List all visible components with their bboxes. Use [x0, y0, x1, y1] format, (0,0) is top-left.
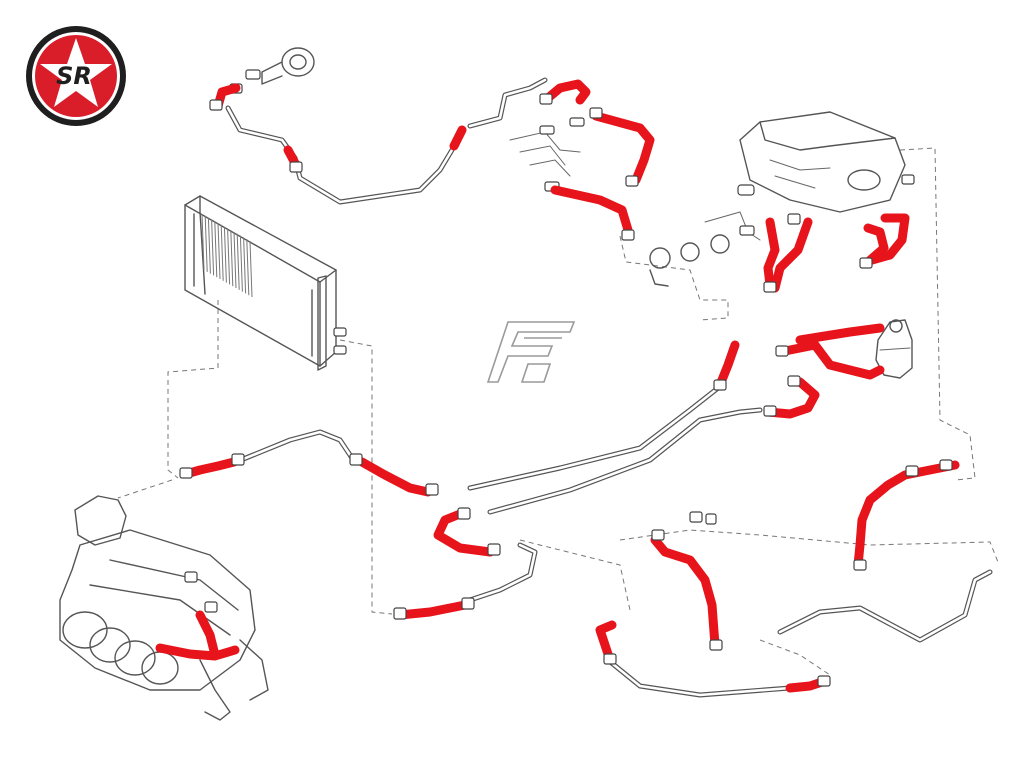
radiator-fin	[201, 213, 205, 271]
hose-bottle-top	[795, 323, 885, 345]
radiator-fin	[249, 240, 253, 298]
silicone-hoses	[155, 79, 960, 693]
hose-upper-line	[449, 125, 467, 151]
hose-clamps	[179, 93, 953, 687]
radiator-fin	[246, 239, 250, 296]
badge-text: SR	[56, 62, 92, 90]
star-badge-icon: SR	[26, 26, 126, 126]
hose-bottle-low	[763, 377, 820, 419]
f-logo-icon	[486, 321, 576, 383]
radiator-fin	[211, 219, 215, 276]
hose-lower-1	[433, 509, 495, 557]
hose-tank-1	[763, 217, 780, 290]
radiator-fin	[243, 237, 247, 294]
hose-right-low	[853, 460, 960, 570]
radiator-fin	[223, 226, 227, 283]
hose-center-1	[650, 535, 720, 650]
header-tank	[737, 111, 915, 213]
radiator-fin	[204, 215, 208, 272]
body-outline-dashed	[117, 147, 999, 676]
hose-top-1	[543, 79, 591, 105]
steel-lines	[225, 77, 993, 698]
hose-center-2	[595, 620, 617, 665]
radiator-fin	[236, 233, 240, 290]
hose-bottom-right	[785, 677, 827, 693]
hose-bottle-mid	[775, 340, 885, 380]
radiator-fin	[227, 228, 231, 285]
expansion-bottle	[875, 319, 913, 379]
hose-side-right	[715, 340, 740, 390]
hose-top-2	[591, 111, 655, 185]
hose-engine-1	[195, 610, 220, 660]
hose-lower-2	[395, 600, 470, 620]
thermostat-housing	[649, 211, 761, 287]
engine-block	[59, 495, 269, 721]
hose-radiator-main	[357, 457, 433, 497]
radiator-fin	[233, 231, 237, 289]
radiator-fin	[217, 222, 221, 280]
radiator-fin	[214, 221, 218, 278]
hose-top-3	[550, 185, 633, 235]
radiator-fin	[207, 217, 211, 274]
hose-tank-4	[863, 223, 889, 267]
radiator	[184, 195, 347, 371]
hose-radiator-bottom	[181, 457, 239, 479]
radiator-fin	[239, 235, 243, 292]
radiator-fin	[230, 230, 234, 287]
radiator-fin	[220, 224, 224, 281]
brake-booster	[229, 47, 315, 94]
top-middle-lines	[509, 117, 585, 192]
hose-engine-2	[155, 643, 240, 661]
hose-tank-3	[867, 213, 910, 265]
hose-tank-2	[770, 217, 813, 293]
